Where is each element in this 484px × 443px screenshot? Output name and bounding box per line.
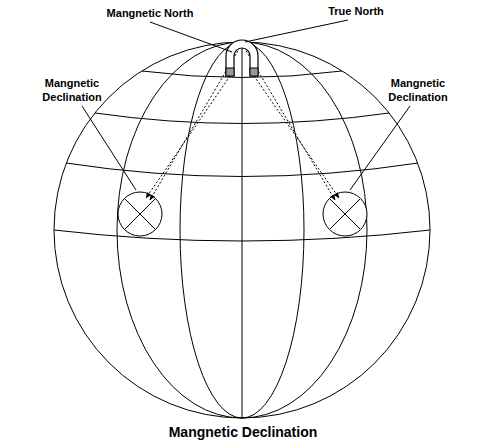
horseshoe-magnet: [226, 40, 258, 76]
meridian: [180, 42, 304, 418]
parallel: [142, 71, 342, 78]
leader-line: [150, 22, 232, 52]
compass-cross: [330, 199, 360, 229]
meridian: [117, 42, 367, 418]
leader-line: [82, 106, 136, 190]
compass-cross: [125, 199, 155, 229]
declination-label: Mangnetic Declination: [378, 76, 458, 104]
caption: Mangnetic Declination: [169, 424, 318, 440]
compass-circle: [118, 192, 162, 236]
meridian: [242, 42, 243, 418]
globe-outline: [54, 42, 430, 418]
north-label: True North: [316, 4, 396, 18]
magnetic-north-direction: [254, 76, 339, 198]
leader-line: [245, 20, 348, 42]
leader-line: [350, 106, 410, 190]
magnetic-north-direction: [146, 76, 230, 198]
parallel: [54, 230, 430, 241]
compass-circle: [323, 192, 367, 236]
parallel: [66, 163, 418, 177]
north-label: Mangnetic North: [95, 6, 205, 20]
declination-label: Mangnetic Declination: [32, 76, 112, 104]
parallel: [95, 113, 389, 124]
